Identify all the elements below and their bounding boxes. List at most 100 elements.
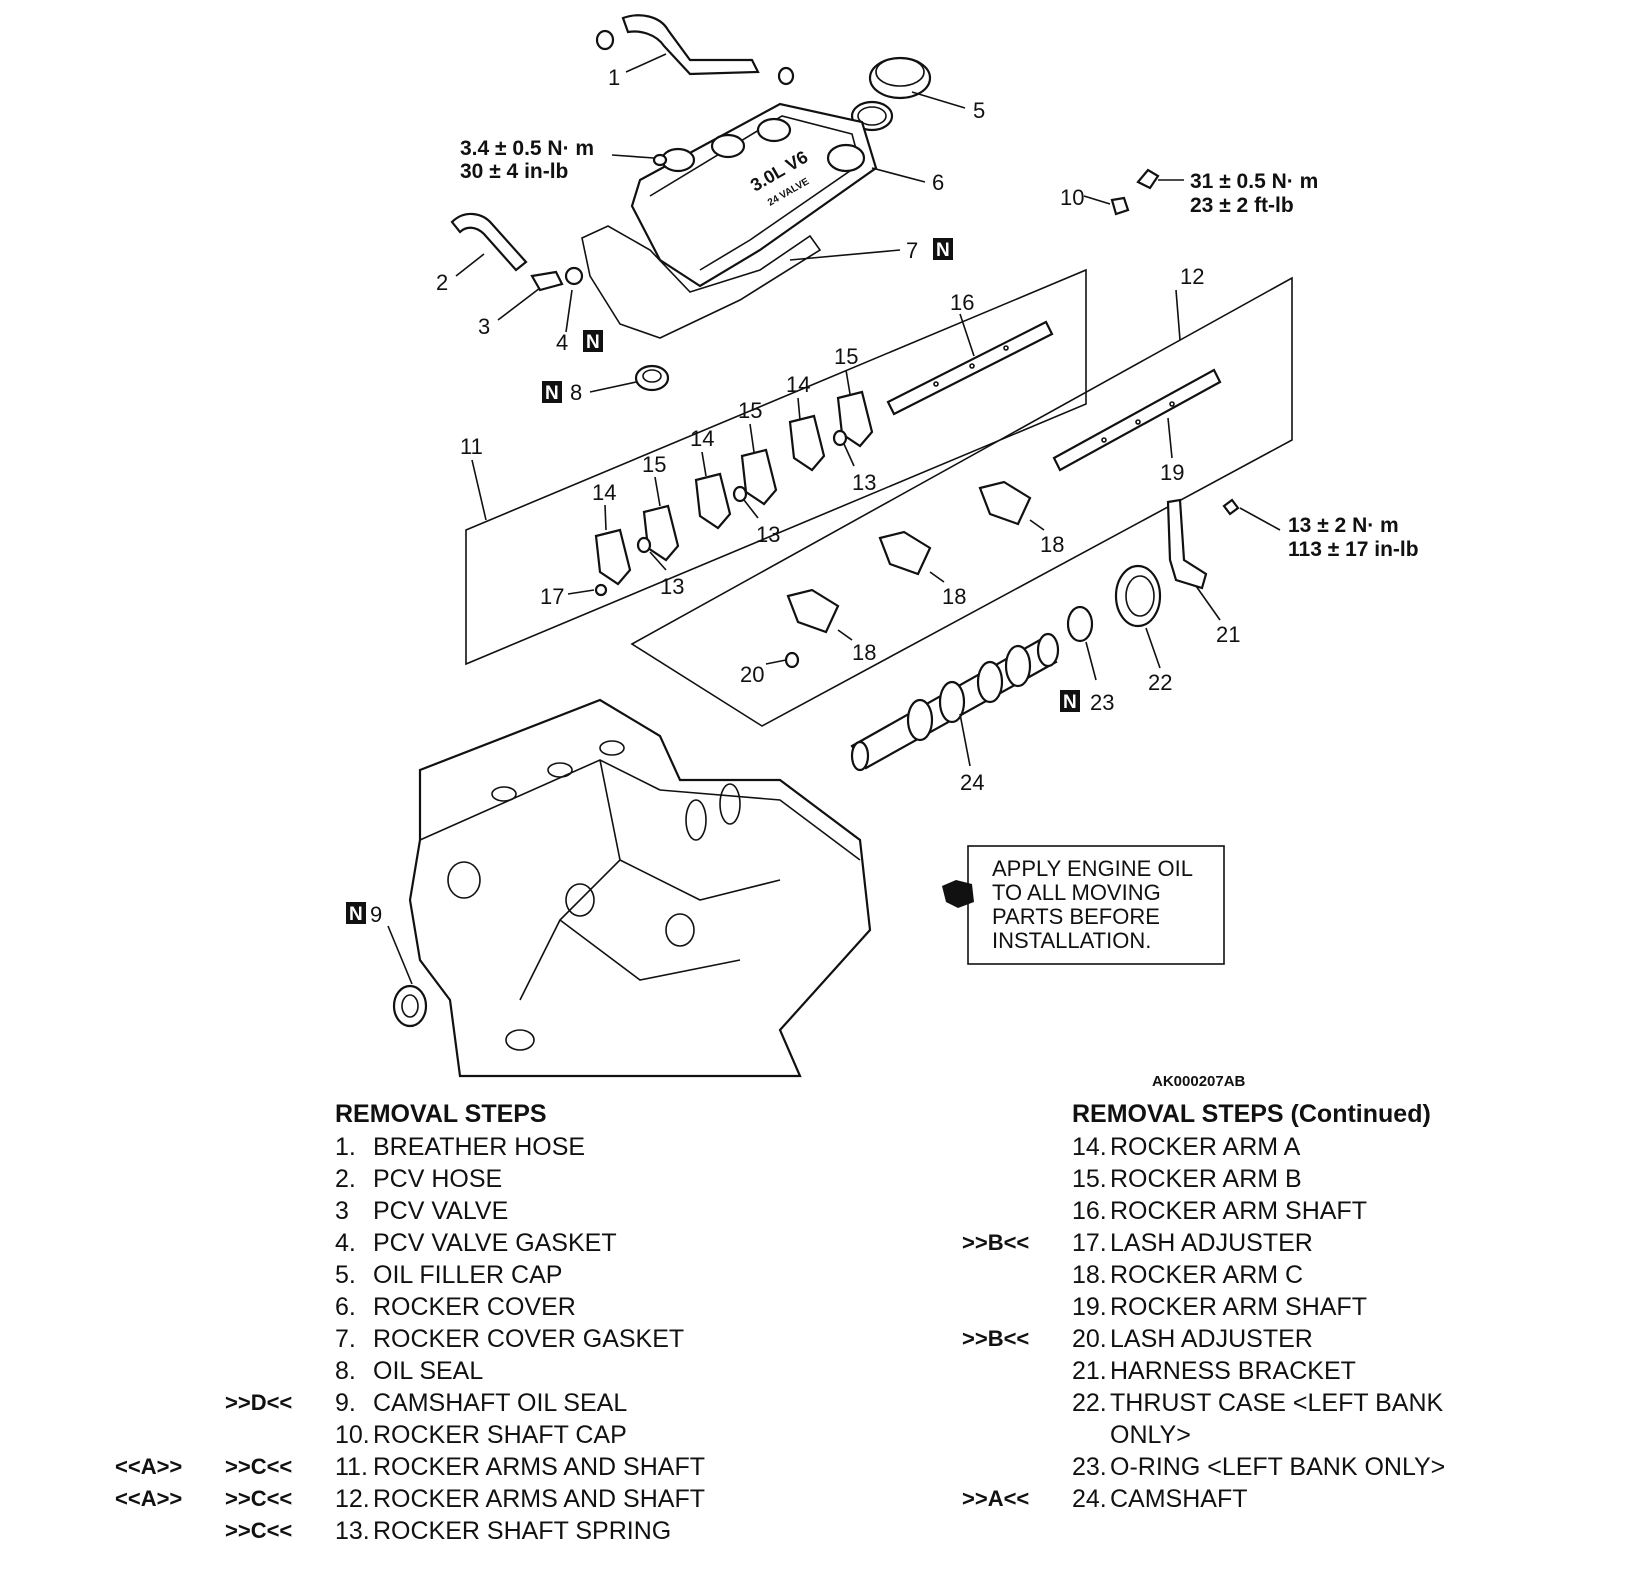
step-text: LASH ADJUSTER <box>1110 1325 1313 1353</box>
step-row: >>B<<20.LASH ADJUSTER <box>962 1323 1592 1355</box>
step-number: 20. <box>1072 1325 1107 1353</box>
step-row: >>A<< 24.CAMSHAFT <box>962 1483 1592 1515</box>
rocker-arms-group-11 <box>594 390 874 597</box>
step-number: 14. <box>1072 1133 1107 1161</box>
callout-20: 20 <box>740 662 764 687</box>
step-row: 18.ROCKER ARM C <box>1072 1259 1592 1291</box>
callout-8: 8 <box>570 380 582 405</box>
step-row: 22.THRUST CASE <LEFT BANK <box>1072 1387 1592 1419</box>
step-text: ROCKER ARMS AND SHAFT <box>373 1453 705 1481</box>
step-text: OIL SEAL <box>373 1357 484 1385</box>
callout-18b: 18 <box>942 584 966 609</box>
step-number: 13. <box>335 1517 370 1545</box>
removal-steps-right: REMOVAL STEPS (Continued) 14.ROCKER ARM … <box>962 1098 1592 1515</box>
oil-seal <box>634 364 670 392</box>
oil-note-line3: PARTS BEFORE <box>992 904 1160 929</box>
step-marker: >>B<< <box>962 1230 1030 1255</box>
oil-note-line2: TO ALL MOVING <box>992 880 1161 905</box>
step-number: 24. <box>1072 1485 1107 1513</box>
n-mark-7 <box>933 238 953 260</box>
n-mark-4 <box>583 330 603 352</box>
callout-12: 12 <box>1180 264 1204 289</box>
camshaft <box>850 632 1060 772</box>
step-row: 2.PCV HOSE <box>335 1163 895 1195</box>
step-text: OIL FILLER CAP <box>373 1261 563 1289</box>
torque-cap-bolt-ftlb: 23 ± 2 ft-lb <box>1190 194 1294 217</box>
callout-6: 6 <box>932 170 944 195</box>
step-number: 2. <box>335 1165 356 1193</box>
engine-block <box>408 698 872 1078</box>
torque-cap-bolt-nm: 31 ± 0.5 N· m <box>1190 170 1318 193</box>
step-marker: <<A>> <box>115 1454 183 1479</box>
step-row: 10.ROCKER SHAFT CAP <box>335 1419 895 1451</box>
step-number: 1. <box>335 1133 356 1161</box>
step-text: ROCKER ARM C <box>1110 1261 1304 1289</box>
callout-7: 7 <box>906 238 918 263</box>
callout-4: 4 <box>556 330 568 355</box>
exploded-parts-diagram: 1 5 3.0L V6 24 VALVE 6 3.4 ± 0.5 N· m 30… <box>346 14 1419 1090</box>
oil-note-box <box>967 845 1225 965</box>
o-ring <box>1066 605 1094 643</box>
step-number: 15. <box>1072 1165 1107 1193</box>
step-number: 21. <box>1072 1357 1107 1385</box>
rocker-shaft-cap <box>1110 196 1130 216</box>
step-text: HARNESS BRACKET <box>1110 1357 1356 1385</box>
n-mark-8 <box>542 381 562 403</box>
step-text: ROCKER SHAFT SPRING <box>373 1517 672 1545</box>
rocker-cover-gasket <box>581 225 822 339</box>
svg-text:N: N <box>1063 692 1077 713</box>
step-row: 23.O-RING <LEFT BANK ONLY> <box>1072 1451 1592 1483</box>
callout-15b: 15 <box>738 398 762 423</box>
n-mark-23 <box>1060 690 1080 712</box>
callout-14c: 14 <box>786 372 810 397</box>
oil-note-line4: INSTALLATION. <box>992 928 1151 953</box>
step-text: ROCKER SHAFT CAP <box>373 1421 627 1449</box>
callout-3: 3 <box>478 314 490 339</box>
callout-18c: 18 <box>1040 532 1064 557</box>
step-number: 16. <box>1072 1197 1107 1225</box>
callout-16: 16 <box>950 290 974 315</box>
callout-23: 23 <box>1090 690 1114 715</box>
cap-bolt <box>1136 168 1160 190</box>
callout-15a: 15 <box>642 452 666 477</box>
step-number: 23. <box>1072 1453 1107 1481</box>
step-text: THRUST CASE <LEFT BANK <box>1110 1389 1444 1417</box>
step-text: CAMSHAFT <box>1110 1485 1248 1513</box>
cover-bolt <box>652 153 668 167</box>
bracket-bolt <box>1222 498 1240 516</box>
step-row: >>C<<13.ROCKER SHAFT SPRING <box>225 1515 895 1547</box>
svg-text:N: N <box>545 383 559 404</box>
step-row: 8.OIL SEAL <box>335 1355 895 1387</box>
callout-11: 11 <box>460 434 483 459</box>
step-row: 21.HARNESS BRACKET <box>1072 1355 1592 1387</box>
step-text: LASH ADJUSTER <box>1110 1229 1313 1257</box>
callout-10: 10 <box>1060 185 1084 210</box>
svg-text:N: N <box>936 240 950 261</box>
step-row: 16.ROCKER ARM SHAFT <box>1072 1195 1592 1227</box>
step-row: 7.ROCKER COVER GASKET <box>335 1323 895 1355</box>
callout-9: 9 <box>370 902 382 927</box>
step-row: <<A>>>>C<<12.ROCKER ARMS AND SHAFT <box>115 1483 895 1515</box>
svg-text:N: N <box>586 332 600 353</box>
step-row: 15.ROCKER ARM B <box>1072 1163 1592 1195</box>
step-number: 18. <box>1072 1261 1107 1289</box>
torque-cover-bolt-nm: 3.4 ± 0.5 N· m <box>460 137 594 160</box>
step-row: 4.PCV VALVE GASKET <box>335 1227 895 1259</box>
step-marker: >>D<< <box>225 1390 293 1415</box>
step-row: 6.ROCKER COVER <box>335 1291 895 1323</box>
step-number: 19. <box>1072 1293 1107 1321</box>
step-text: ROCKER COVER <box>373 1293 576 1321</box>
callout-5: 5 <box>973 98 985 123</box>
step-text: ROCKER ARM A <box>1110 1133 1301 1161</box>
figure-id: AK000207AB <box>1152 1073 1246 1090</box>
step-number: 11. <box>335 1453 368 1481</box>
step-row-continuation: ONLY> <box>1072 1419 1592 1451</box>
step-text: PCV VALVE GASKET <box>373 1229 617 1257</box>
oil-can-icon <box>942 880 974 908</box>
removal-steps-heading: REMOVAL STEPS <box>335 1100 547 1128</box>
step-marker: >>A<< <box>962 1486 1030 1511</box>
oil-note: APPLY ENGINE OIL TO ALL MOVING PARTS BEF… <box>942 845 1225 965</box>
step-marker: >>C<< <box>225 1454 293 1479</box>
callout-17: 17 <box>540 584 564 609</box>
